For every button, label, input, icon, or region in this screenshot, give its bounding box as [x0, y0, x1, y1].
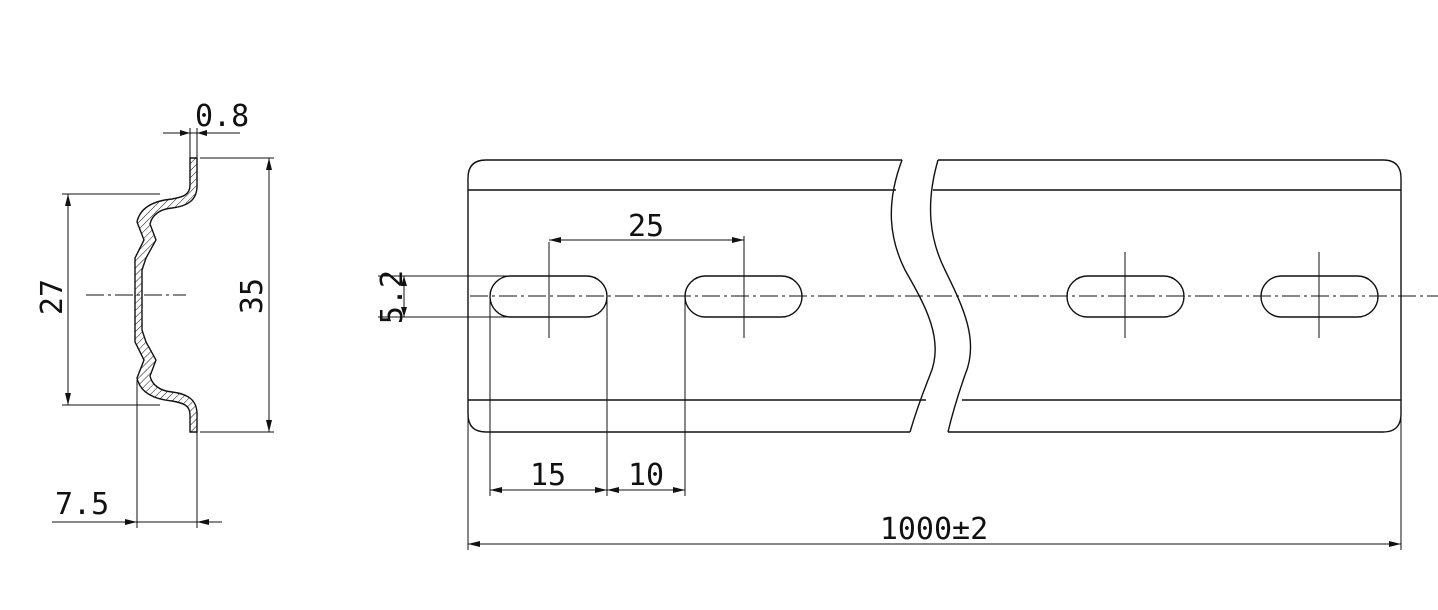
break-line-left: [890, 159, 936, 433]
slot: [684, 236, 803, 338]
rail-left-segment: [467, 159, 910, 433]
break-line-right: [929, 159, 972, 433]
rail-profile-section: [134, 157, 198, 433]
dim-thickness: 0.8: [163, 99, 249, 158]
profile-view: 0.8 27 35 7.5: [35, 99, 274, 528]
dim-slot-pitch: 25: [549, 209, 744, 244]
dim-slot-length: 15 10: [489, 300, 686, 496]
dim-depth: 7.5: [52, 380, 222, 528]
front-view: 25 5.2 15 10: [375, 159, 1438, 550]
dim-inner-height: 27: [35, 193, 160, 406]
slot: [1260, 252, 1379, 338]
dim-slot-length-label: 15: [530, 458, 566, 493]
dim-slot-gap-label: 10: [628, 458, 664, 493]
slot: [489, 242, 608, 338]
dim-slot-pitch-label: 25: [628, 209, 664, 244]
dim-outer-height-label: 35: [235, 278, 270, 314]
slot: [1066, 252, 1185, 338]
dim-outer-height: 35: [200, 157, 274, 433]
dim-slot-width: 5.2: [375, 270, 552, 324]
dim-thickness-label: 0.8: [195, 99, 249, 134]
dim-inner-height-label: 27: [35, 279, 70, 315]
dim-total-length-label: 1000±2: [880, 512, 988, 547]
dim-total-length: 1000±2: [467, 414, 1402, 550]
dim-depth-label: 7.5: [55, 487, 109, 522]
dim-slot-width-label: 5.2: [375, 270, 410, 324]
